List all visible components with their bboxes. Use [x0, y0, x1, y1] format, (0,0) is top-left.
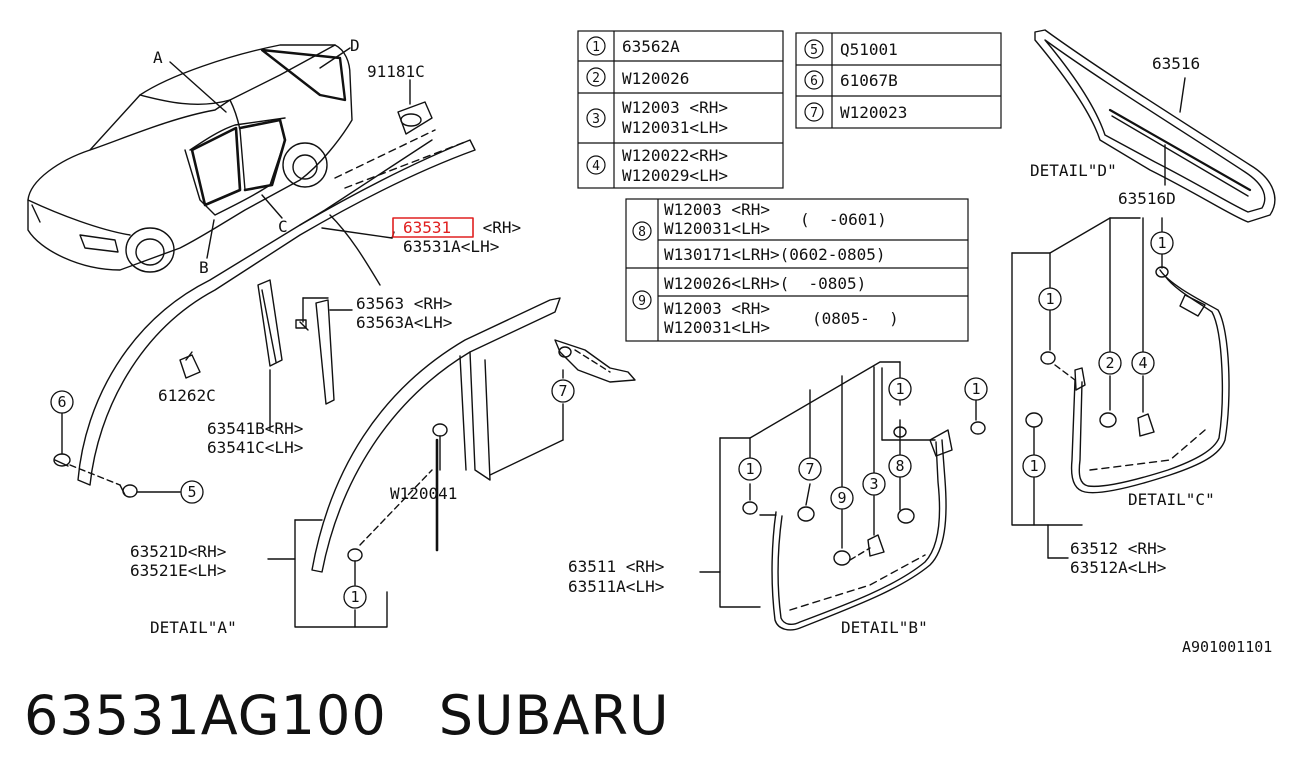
label-63512: 63512 <RH>: [1070, 539, 1166, 558]
label-w120041: W120041: [390, 484, 457, 503]
label-detail-a: DETAIL"A": [150, 618, 237, 637]
label-63511: 63511 <RH>: [568, 557, 664, 576]
detail-b-weatherstrip: [699, 361, 986, 631]
table-c-num-8: 8: [638, 225, 646, 240]
callout-7-detail-b: 7: [805, 460, 814, 478]
callout-1-detail-a: 1: [350, 588, 359, 606]
label-a: A: [153, 48, 163, 67]
label-63531a: 63531A<LH>: [403, 237, 499, 256]
label-63516: 63516: [1152, 54, 1200, 73]
detail-c-weatherstrip: [1011, 217, 1230, 559]
label-63531-rh: <RH>: [473, 218, 521, 237]
label-63521d: 63521D<RH>: [130, 542, 226, 561]
label-63541b: 63541B<RH>: [207, 419, 303, 438]
legend-table-1-4: 1 2 3 4 63562A W120026 W12003 <RH> W1200…: [577, 30, 784, 189]
label-63511a: 63511A<LH>: [568, 577, 664, 596]
label-detail-b: DETAIL"B": [841, 618, 928, 637]
callout-9-detail-b: 9: [837, 489, 846, 507]
callout-1-detail-b-left: 1: [745, 460, 754, 478]
label-d: D: [350, 36, 360, 55]
clip-61262c: [179, 351, 201, 379]
highlight-box: [392, 217, 474, 238]
table-a-part-4-lh: W120029<LH>: [622, 166, 728, 185]
callout-1-detail-b-top: 1: [895, 380, 904, 398]
callout-1-detail-c-left: 1: [1045, 290, 1054, 308]
callout-1-detail-b-right: 1: [971, 380, 980, 398]
pillar-trims: [257, 279, 353, 431]
table-c-row9-line2: W12003 <RH>: [664, 299, 770, 318]
label-detail-d: DETAIL"D": [1030, 161, 1117, 180]
label-91181c: 91181C: [367, 62, 425, 81]
table-b-num-6: 6: [810, 74, 818, 89]
label-61262c: 61262C: [158, 386, 216, 405]
table-c-num-9: 9: [638, 294, 646, 309]
callout-7: 7: [558, 382, 567, 400]
table-a-part-2: W120026: [622, 69, 689, 88]
table-b-num-5: 5: [810, 43, 818, 58]
table-a-num-4: 4: [592, 159, 600, 174]
caption: 63531AG100 SUBARU: [24, 684, 670, 747]
table-a-part-1: 63562A: [622, 37, 680, 56]
table-c-row9-range: (0805- ): [812, 309, 899, 328]
car-illustration: [27, 44, 353, 273]
table-c-row8-line2: W120031<LH>: [664, 219, 770, 238]
callout-1-detail-c-bottom: 1: [1029, 457, 1038, 475]
callout-8-detail-b: 8: [895, 457, 904, 475]
label-c: C: [278, 217, 288, 236]
label-63541c: 63541C<LH>: [207, 438, 303, 457]
table-a-part-3-lh: W120031<LH>: [622, 118, 728, 137]
table-c-row9-line3: W120031<LH>: [664, 318, 770, 337]
callout-4-detail-c: 4: [1138, 354, 1147, 372]
legend-table-8-9: 8 9 W12003 <RH> W120031<LH> ( -0601) W13…: [625, 198, 969, 342]
callout-5: 5: [187, 483, 196, 501]
table-a-num-1: 1: [592, 40, 600, 55]
label-reference-code: A901001101: [1182, 638, 1272, 656]
label-63512a: 63512A<LH>: [1070, 558, 1166, 577]
callout-1-detail-c-top: 1: [1157, 234, 1166, 252]
table-a-part-3-rh: W12003 <RH>: [622, 98, 728, 117]
callout-circles: [50, 231, 1174, 609]
table-c-row8-line1: W12003 <RH>: [664, 200, 770, 219]
table-c-row8-line3: W130171<LRH>(0602-0805): [664, 245, 886, 264]
callout-3-detail-b: 3: [869, 475, 878, 493]
caption-brand: SUBARU: [438, 684, 670, 747]
table-a-num-2: 2: [592, 71, 600, 86]
label-b: B: [199, 258, 209, 277]
label-detail-c: DETAIL"C": [1128, 490, 1215, 509]
door-frame-weatherstrip: [267, 297, 636, 628]
fastener-6-5: [53, 409, 181, 498]
detail-d-trunk-seal: [1034, 29, 1276, 223]
label-63516d: 63516D: [1118, 189, 1176, 208]
table-b-num-7: 7: [810, 106, 818, 121]
label-63531-highlighted: 63531: [403, 218, 451, 237]
table-b-part-7: W120023: [840, 103, 907, 122]
bushing-91181c: [397, 79, 433, 135]
caption-part-number: 63531AG100: [24, 684, 387, 747]
legend-table-5-7: 5 6 7 Q51001 61067B W120023: [795, 32, 1002, 129]
label-63563: 63563 <RH>: [356, 294, 452, 313]
label-63521e: 63521E<LH>: [130, 561, 226, 580]
table-c-row9-line1: W120026<LRH>( -0805): [664, 274, 866, 293]
label-63563a: 63563A<LH>: [356, 313, 452, 332]
table-a-part-4-rh: W120022<RH>: [622, 146, 728, 165]
table-a-num-3: 3: [592, 112, 600, 127]
callout-6: 6: [57, 393, 66, 411]
table-b-part-6: 61067B: [840, 71, 898, 90]
table-c-row8-range: ( -0601): [800, 210, 887, 229]
table-b-part-5: Q51001: [840, 40, 898, 59]
callout-2-detail-c: 2: [1105, 354, 1114, 372]
